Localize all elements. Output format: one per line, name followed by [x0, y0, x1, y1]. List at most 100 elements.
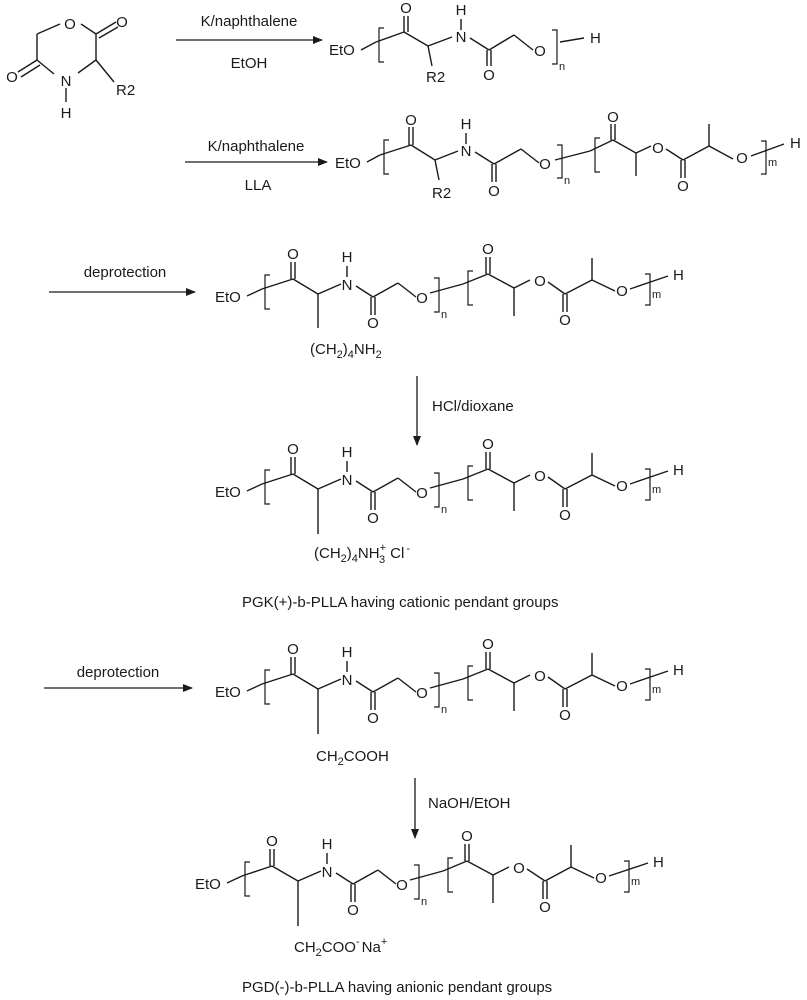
ester-oxygen: O [396, 877, 408, 894]
amide-nitrogen: N [456, 29, 467, 46]
amide-hydrogen: H [342, 644, 353, 661]
repeat-m: m [652, 484, 661, 496]
monomer-structure: O O O N H R2 [6, 14, 135, 122]
amide-hydrogen: H [461, 116, 472, 133]
carbonyl-oxygen: O [607, 109, 619, 126]
repeat-n: n [559, 61, 565, 73]
step-1-arrow: K/naphthalene EtOH [176, 13, 323, 72]
amide-nitrogen: N [461, 143, 472, 160]
carbonyl-oxygen: O [539, 899, 551, 916]
end-group: EtO [215, 484, 241, 501]
ester-oxygen: O [416, 290, 428, 307]
carbonyl-oxygen: O [488, 183, 500, 200]
ether-oxygen: O [616, 478, 628, 495]
carbonyl-oxygen: O [559, 507, 571, 524]
carbonyl-oxygen: O [287, 246, 299, 263]
step-6-label: NaOH/EtOH [428, 795, 511, 812]
ester-oxygen: O [652, 140, 664, 157]
carbonyl-oxygen: O [367, 710, 379, 727]
amide-nitrogen: N [342, 672, 353, 689]
end-group: EtO [335, 155, 361, 172]
substituent-label: R2 [432, 185, 451, 202]
carbonyl-oxygen: O [559, 707, 571, 724]
carbonyl-oxygen: O [6, 69, 18, 86]
carbonyl-oxygen: O [482, 636, 494, 653]
side-chain-lysine-amine: (CH2)4NH2 [310, 341, 382, 361]
ether-oxygen: O [736, 150, 748, 167]
amide-hydrogen: H [322, 836, 333, 853]
ester-oxygen: O [539, 156, 551, 173]
ring-nitrogen: N [61, 73, 72, 90]
amide-hydrogen: H [456, 2, 467, 19]
carbonyl-oxygen: O [287, 441, 299, 458]
step-4-arrow: HCl/dioxane [413, 376, 514, 446]
ester-oxygen: O [534, 668, 546, 685]
carbonyl-oxygen: O [266, 833, 278, 850]
amide-hydrogen: H [342, 249, 353, 266]
end-group: EtO [215, 289, 241, 306]
ester-oxygen: O [534, 43, 546, 60]
caption-cationic: PGK(+)-b-PLLA having cationic pendant gr… [242, 594, 558, 611]
product-2-structure: EtO O R2 N H O O n O O O [335, 109, 801, 202]
amide-nitrogen: N [342, 472, 353, 489]
product-1-structure: EtO O R2 N H O O n H [329, 0, 601, 86]
ester-oxygen: O [534, 273, 546, 290]
step-1-solvent: EtOH [231, 55, 268, 72]
step-3-label: deprotection [84, 264, 167, 281]
repeat-n: n [421, 896, 427, 908]
ester-oxygen: O [513, 860, 525, 877]
repeat-m: m [631, 876, 640, 888]
ester-oxygen: O [416, 485, 428, 502]
ester-oxygen: O [416, 685, 428, 702]
carbonyl-oxygen: O [677, 178, 689, 195]
terminal-hydrogen: H [653, 854, 664, 871]
repeat-m: m [652, 289, 661, 301]
terminal-hydrogen: H [673, 462, 684, 479]
end-group: EtO [195, 876, 221, 893]
step-1-reagent: K/naphthalene [201, 13, 298, 30]
ether-oxygen: O [616, 283, 628, 300]
carbonyl-oxygen: O [367, 315, 379, 332]
amide-hydrogen: H [61, 105, 72, 122]
carbonyl-oxygen: O [347, 902, 359, 919]
substituent-label: R2 [426, 69, 445, 86]
repeat-n: n [441, 704, 447, 716]
product-5-structure: EtO O N H O O n O O O [215, 636, 684, 768]
carbonyl-oxygen: O [461, 828, 473, 845]
repeat-m: m [768, 157, 777, 169]
side-chain-acid: CH2COOH [316, 748, 389, 768]
side-chain-carboxylate: CH2COO-Na+ [294, 936, 387, 959]
caption-anionic: PGD(-)-b-PLLA having anionic pendant gro… [242, 979, 552, 996]
ether-oxygen: O [616, 678, 628, 695]
carbonyl-oxygen: O [405, 112, 417, 129]
amide-hydrogen: H [342, 444, 353, 461]
ring-oxygen: O [64, 16, 76, 33]
substituent-label: R2 [116, 82, 135, 99]
repeat-n: n [441, 309, 447, 321]
step-2-reagent: K/naphthalene [208, 138, 305, 155]
carbonyl-oxygen: O [400, 0, 412, 17]
repeat-m: m [652, 684, 661, 696]
step-5-arrow: deprotection [44, 664, 193, 692]
carbonyl-oxygen: O [559, 312, 571, 329]
amide-nitrogen: N [342, 277, 353, 294]
step-5-label: deprotection [77, 664, 160, 681]
carbonyl-oxygen: O [287, 641, 299, 658]
carbonyl-oxygen: O [483, 67, 495, 84]
repeat-n: n [441, 504, 447, 516]
ester-oxygen: O [534, 468, 546, 485]
terminal-hydrogen: H [790, 135, 801, 152]
terminal-hydrogen: H [673, 267, 684, 284]
step-2-arrow: K/naphthalene LLA [185, 138, 328, 194]
product-3-structure: EtO O N H O O n O O O [215, 241, 684, 361]
repeat-n: n [564, 175, 570, 187]
amide-nitrogen: N [322, 864, 333, 881]
step-6-arrow: NaOH/EtOH [411, 778, 511, 839]
product-6-structure: EtO O N H O O n O O O [195, 828, 664, 996]
carbonyl-oxygen: O [367, 510, 379, 527]
terminal-hydrogen: H [673, 662, 684, 679]
carbonyl-oxygen: O [482, 241, 494, 258]
